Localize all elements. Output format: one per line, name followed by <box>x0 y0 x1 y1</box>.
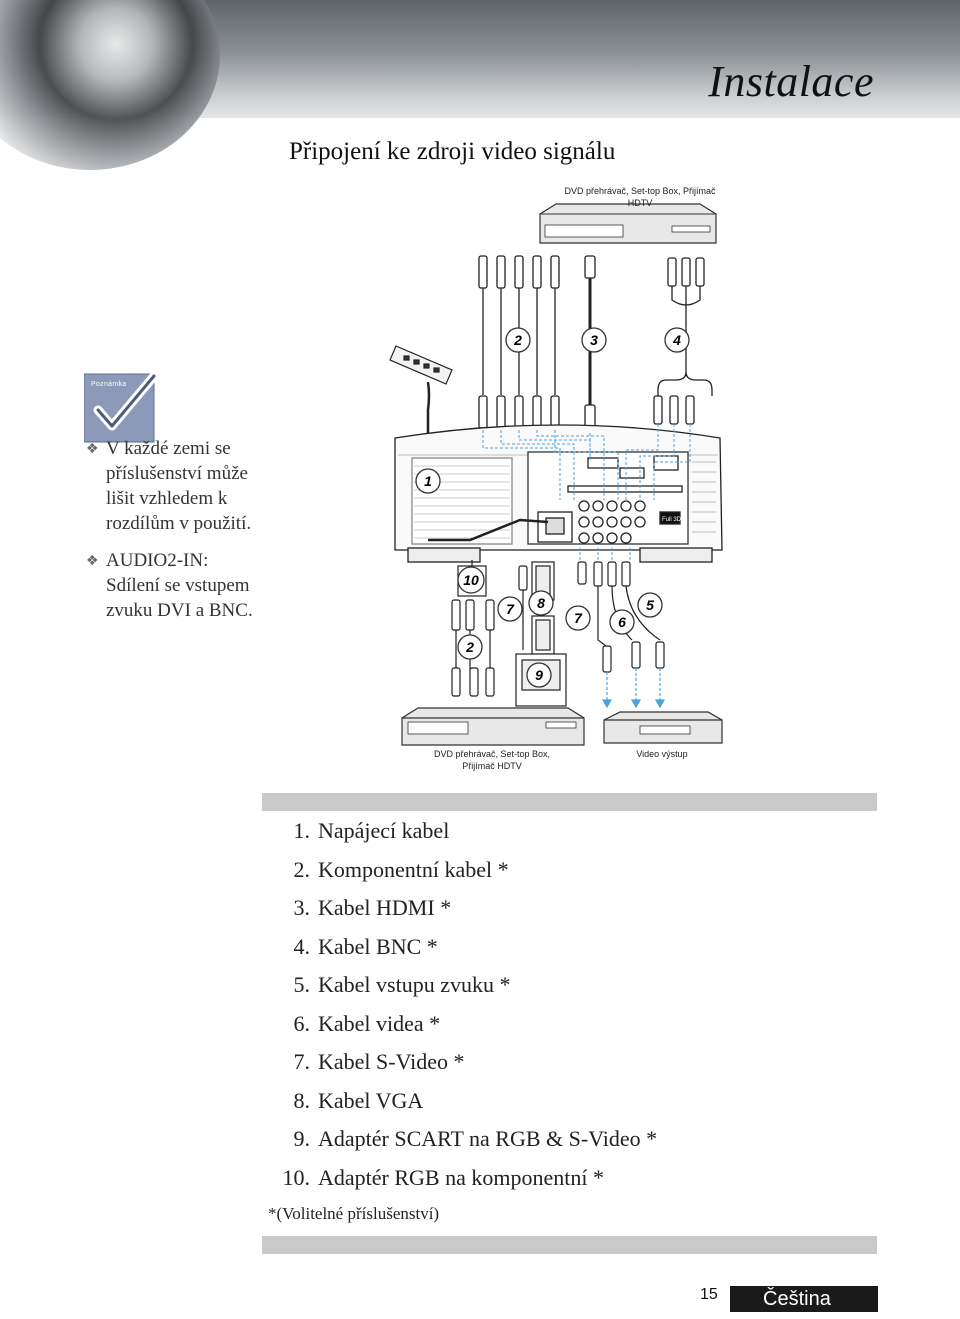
callout-5: 5 <box>637 592 663 618</box>
legend-item: 9.Adaptér SCART na RGB & S-Video * <box>293 1126 658 1151</box>
top-source-device <box>539 203 717 244</box>
callout-number: 2 <box>465 639 474 655</box>
callout-2-top: 2 <box>505 327 531 353</box>
callout-4: 4 <box>664 327 690 353</box>
callout-9: 9 <box>526 662 552 688</box>
callout-6: 6 <box>609 609 635 635</box>
top-source-label: DVD přehrávač, Set-top Box, Přijímač HDT… <box>564 186 716 208</box>
callout-3: 3 <box>581 327 607 353</box>
note-checkmark-icon <box>84 371 159 443</box>
note-label: Poznámka <box>91 381 127 388</box>
legend-item: 1.Napájecí kabel <box>293 818 450 843</box>
port-link-lines <box>482 424 691 560</box>
note-item: ❖V každé zemi se příslušenství může liši… <box>86 438 252 534</box>
output-arrows <box>601 668 666 709</box>
callout-number: 1 <box>424 473 432 489</box>
callout-number: 5 <box>646 597 654 613</box>
callout-number: 3 <box>590 332 598 348</box>
callout-7-left: 7 <box>497 596 523 622</box>
callout-1: 1 <box>415 468 441 494</box>
callout-number: 4 <box>672 332 681 348</box>
svg-text:Full 3D: Full 3D <box>662 517 682 523</box>
callout-number: 7 <box>506 601 515 617</box>
diamond-bullet-icon: ❖ <box>86 442 99 457</box>
video-output-device <box>603 711 723 744</box>
bottom-source-device <box>401 707 585 746</box>
legend-item: 10.Adaptér RGB na komponentní * <box>282 1164 604 1190</box>
legend-top-rule <box>262 793 877 811</box>
page-number: 15 <box>700 1286 718 1303</box>
callout-number: 2 <box>513 332 522 348</box>
legend-item: 6.Kabel videa * <box>293 1010 441 1036</box>
power-cable <box>428 518 549 542</box>
legend-item: 5.Kabel vstupu zvuku * <box>293 972 511 997</box>
callout-7-right: 7 <box>565 605 591 631</box>
legend-item: 8.Kabel VGA <box>293 1087 424 1113</box>
callout-markers: 1 2 3 4 10 2 7 8 9 7 6 5 <box>415 327 690 688</box>
callout-2-bottom: 2 <box>457 634 483 660</box>
chapter-title: Instalace <box>708 57 874 106</box>
legend-item: 2.Komponentní kabel * <box>293 856 509 882</box>
legend-item: 3.Kabel HDMI * <box>293 895 452 920</box>
callout-8: 8 <box>528 590 554 616</box>
callout-number: 10 <box>463 572 479 588</box>
connection-diagram: Full 3D <box>389 203 723 746</box>
callout-number: 7 <box>574 610 583 626</box>
legend-bottom-rule <box>262 1236 877 1254</box>
callout-number: 9 <box>535 667 543 683</box>
language-label: Čeština <box>763 1288 831 1310</box>
note-list: ❖V každé zemi se příslušenství může liši… <box>86 436 266 635</box>
callout-number: 6 <box>618 614 626 630</box>
video-output-label: Video výstup <box>636 749 688 759</box>
language-tab <box>730 1286 878 1312</box>
projector-rear: Full 3D <box>394 424 723 563</box>
optional-accessories-note: *(Volitelné příslušenství) <box>268 1204 440 1223</box>
diamond-bullet-icon: ❖ <box>86 554 99 569</box>
section-title: Připojení ke zdroji video signálu <box>289 138 616 165</box>
callout-number: 8 <box>537 595 545 611</box>
legend-item: 4.Kabel BNC * <box>293 933 438 959</box>
note-item: ❖AUDIO2-IN: Sdílení se vstupem zvuku DVI… <box>86 550 253 621</box>
bottom-source-label: DVD přehrávač, Set-top Box, Přijímač HDT… <box>433 749 551 771</box>
callout-10: 10 <box>457 566 485 594</box>
power-strip <box>389 345 453 540</box>
cable-legend: 1.Napájecí kabel 2.Komponentní kabel * 3… <box>262 812 658 1197</box>
legend-item: 7.Kabel S-Video * <box>293 1049 465 1074</box>
